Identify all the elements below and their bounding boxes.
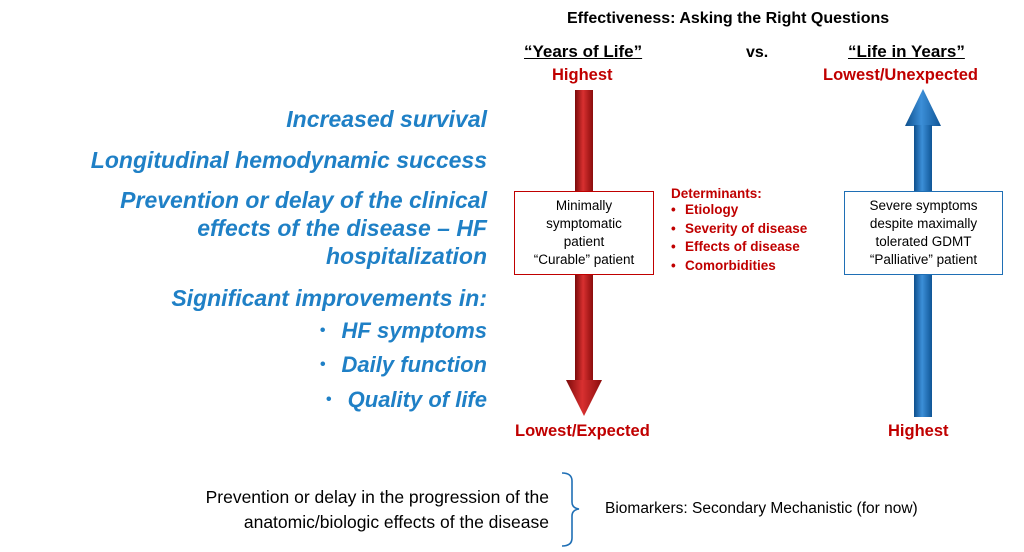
outcome-prevention-line-1: Prevention or delay of the clinical (120, 187, 487, 213)
palliative-box-line: tolerated GDMT (875, 234, 972, 249)
curable-box-line: patient (563, 234, 605, 249)
bracket (561, 472, 580, 547)
left-top-label: Highest (552, 66, 613, 84)
bottom-statement-line: Prevention or delay in the progression o… (205, 487, 549, 507)
life-in-years-heading: “Life in Years” (848, 42, 965, 61)
left-bottom-label: Lowest/Expected (515, 422, 650, 440)
determinant-item: •Comorbidities (671, 257, 776, 273)
bottom-statement: Prevention or delay in the progression o… (206, 485, 549, 535)
outcome-prevention-line-3: hospitalization (326, 243, 487, 269)
determinants-title: Determinants: (671, 186, 762, 201)
palliative-patient-box: Severe symptoms despite maximally tolera… (844, 191, 1003, 275)
curable-box-line: “Curable” patient (533, 252, 635, 267)
outcome-sub-item: •Daily function (319, 352, 487, 377)
determinant-item: •Effects of disease (671, 239, 800, 254)
outcome-hemodynamic-success: Longitudinal hemodynamic success (90, 147, 487, 173)
outcome-sub-item: •HF symptoms (319, 318, 487, 343)
right-bottom-label: Highest (888, 422, 949, 440)
outcome-sub-item: •Quality of life (326, 387, 487, 412)
determinant-item: •Severity of disease (671, 220, 808, 236)
vs-label: vs. (746, 44, 769, 61)
determinants-block: Determinants: •Etiology •Severity of dis… (671, 186, 807, 275)
palliative-box-line: “Palliative” patient (869, 252, 978, 267)
biomarkers-label: Biomarkers: Secondary Mechanistic (for n… (605, 500, 918, 517)
curable-patient-box: Minimally symptomatic patient “Curable” … (514, 191, 654, 275)
curable-box-line: Minimally (555, 198, 613, 213)
palliative-box-line: Severe symptoms (869, 198, 978, 213)
determinant-item: •Etiology (671, 202, 739, 217)
bottom-statement-line: anatomic/biologic effects of the disease (243, 512, 549, 532)
outcome-significant-improvements: Significant improvements in: (171, 285, 487, 311)
determinants-list: •Etiology •Severity of disease •Effects … (671, 201, 807, 275)
outcome-prevention-line-2: effects of the disease – HF (197, 215, 487, 241)
curable-box-line: symptomatic (546, 216, 622, 231)
years-of-life-heading: “Years of Life” (524, 42, 643, 61)
page-title-text: Effectiveness: Asking the Right Question… (567, 10, 890, 27)
right-top-label: Lowest/Unexpected (823, 66, 978, 84)
palliative-box-line: despite maximally (869, 216, 978, 231)
outcome-increased-survival: Increased survival (286, 106, 487, 132)
